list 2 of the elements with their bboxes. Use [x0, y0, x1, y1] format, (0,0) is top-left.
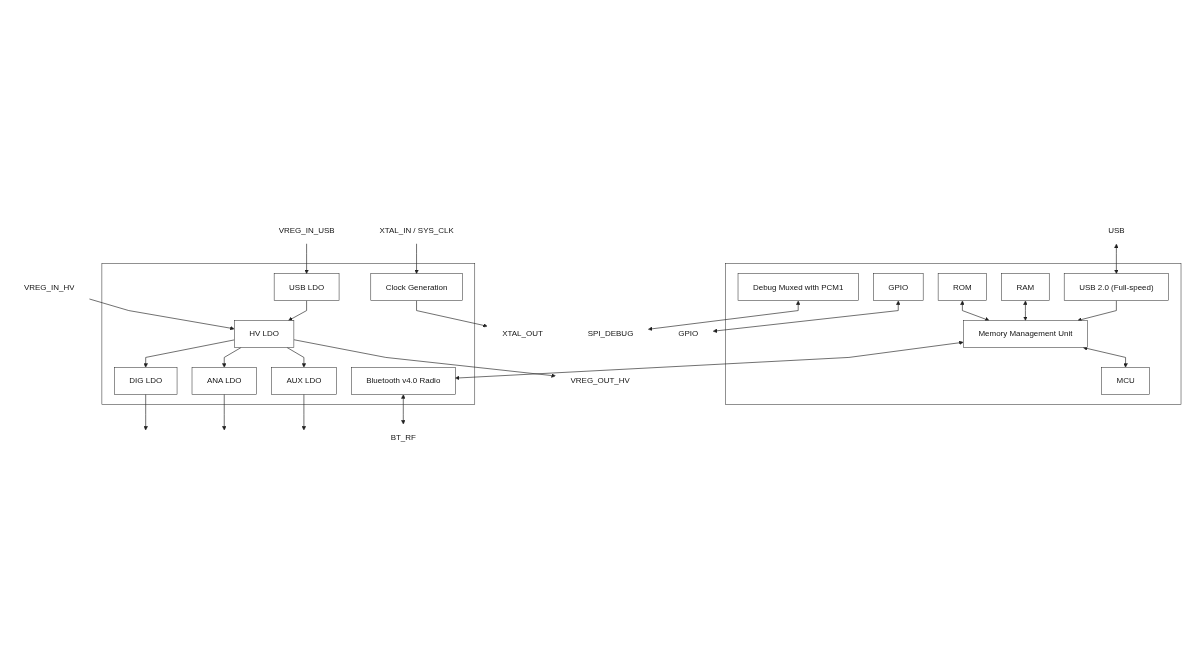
cluster: [101, 263, 476, 405]
cluster: [725, 263, 1182, 405]
